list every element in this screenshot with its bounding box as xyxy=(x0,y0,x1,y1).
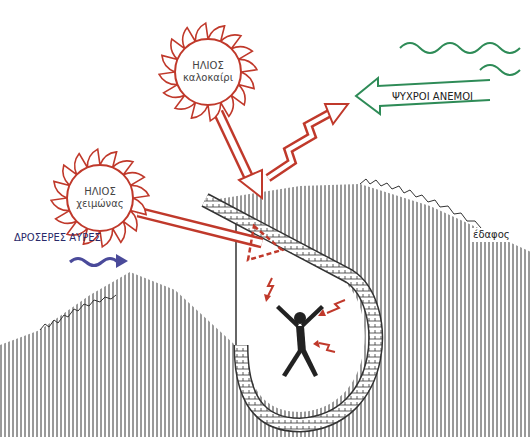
wind-wave xyxy=(400,43,520,53)
summer-ray-head xyxy=(239,170,262,198)
grass-line xyxy=(40,295,116,330)
reflected-ray-head xyxy=(325,104,348,124)
sun-circle: ΗΛΙΟΣ καλοκαίρι xyxy=(153,17,263,127)
wind-arrow xyxy=(356,78,490,114)
sun-label: ΗΛΙΟΣ χειμώνας xyxy=(72,186,128,210)
winter-ray-head xyxy=(248,226,282,260)
ground-label: έδαφος xyxy=(470,228,513,242)
sun-label: ΗΛΙΟΣ καλοκαίρι xyxy=(180,60,236,84)
grass-line xyxy=(360,179,481,228)
person-figure xyxy=(276,305,324,377)
breeze-label: ΔΡΟΣΕΡΕΣ ΑΥΡΕΣ xyxy=(14,232,101,244)
breeze-arrow xyxy=(116,254,128,268)
wind-label: ΨΥΧΡΟΙ ΑΝΕΜΟΙ xyxy=(392,91,473,103)
